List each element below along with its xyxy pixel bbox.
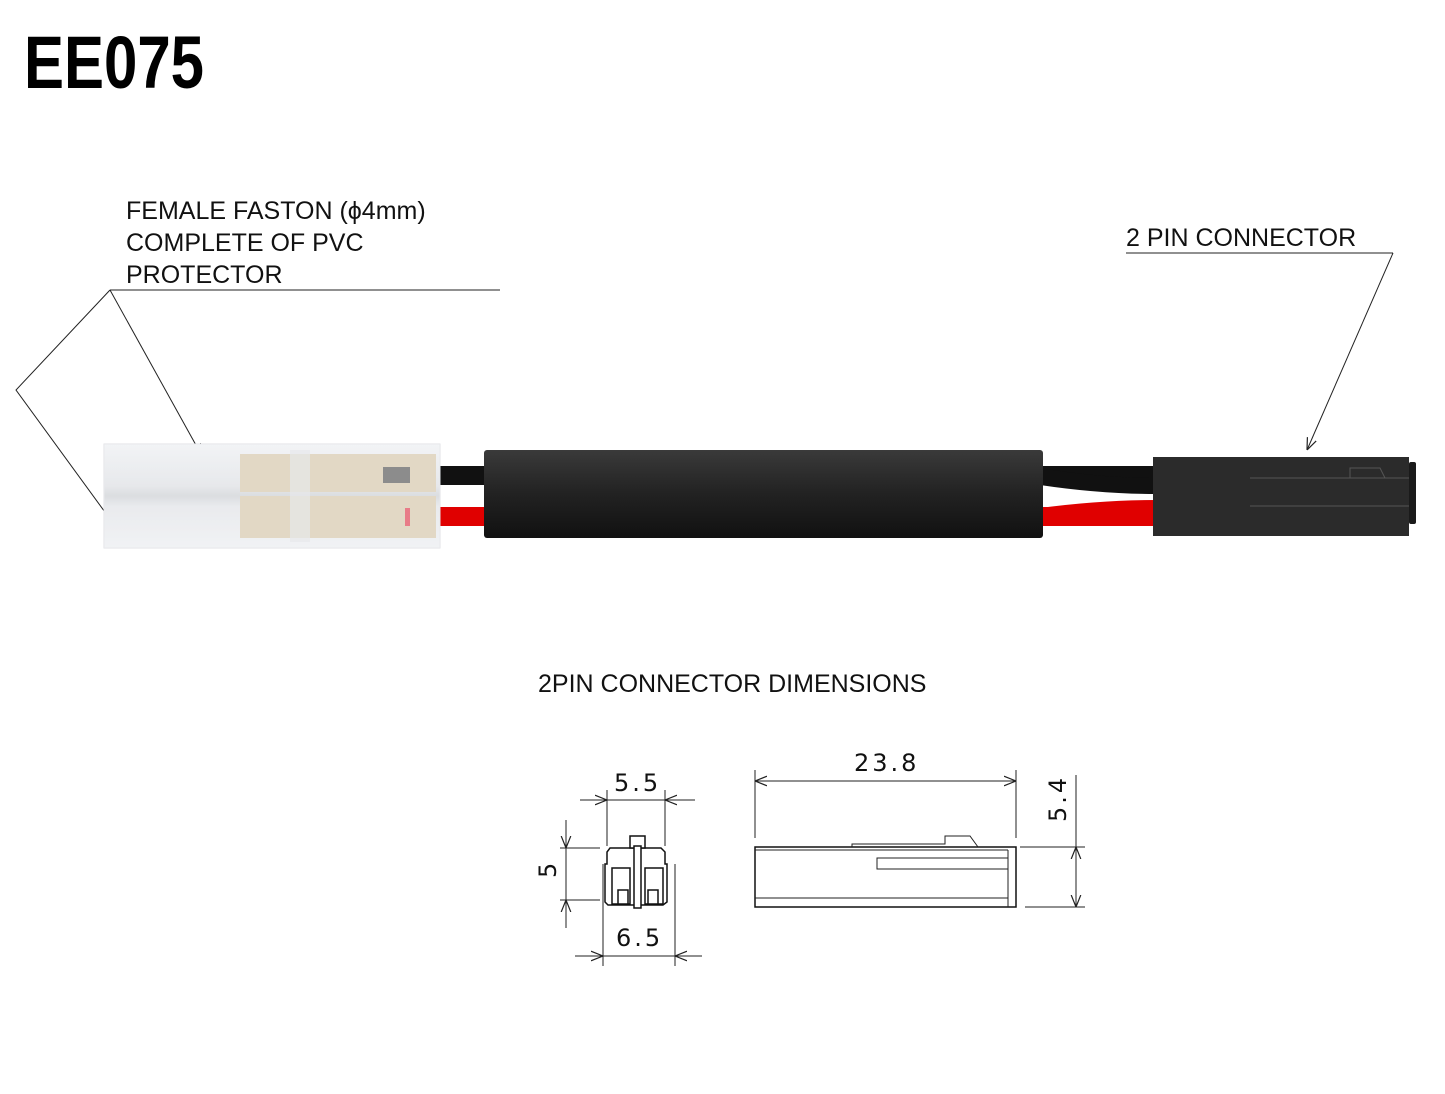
side-latch bbox=[851, 835, 979, 848]
front-view-drawing: 5.5 5 6.5 bbox=[534, 769, 702, 966]
crimp-black bbox=[383, 467, 410, 483]
dimensions-heading: 2PIN CONNECTOR DIMENSIONS bbox=[538, 670, 926, 698]
red-wire-exit bbox=[1040, 500, 1156, 526]
faston-label-line1: FEMALE FASTON (ϕ4mm) bbox=[126, 197, 426, 225]
leader-arrow-upper bbox=[109, 289, 202, 456]
dim-front-top-width: 5.5 bbox=[614, 769, 661, 797]
side-view-drawing: 23.8 5.4 bbox=[754, 749, 1085, 908]
connector-body bbox=[1153, 457, 1409, 536]
terminal-lower bbox=[240, 496, 436, 538]
heat-shrink-sleeve bbox=[484, 450, 1043, 538]
connector-latch bbox=[1349, 467, 1386, 479]
part-number-title: EE075 bbox=[24, 21, 204, 104]
side-slot bbox=[876, 857, 1009, 870]
leader-arrow-lower bbox=[15, 289, 118, 530]
tube-overlay bbox=[104, 444, 440, 548]
faston-callout: FEMALE FASTON (ϕ4mm) COMPLETE OF PVC PRO… bbox=[15, 197, 500, 530]
two-pin-connector bbox=[1153, 457, 1416, 536]
tube-ridge bbox=[290, 450, 310, 542]
side-outline bbox=[754, 846, 1017, 908]
connector-leader-arrow bbox=[1307, 252, 1394, 450]
cable-assembly bbox=[103, 443, 1416, 549]
faston-label-line2: COMPLETE OF PVC bbox=[126, 229, 364, 257]
dim-side-length: 23.8 bbox=[854, 749, 919, 777]
front-pin-right bbox=[647, 889, 659, 905]
crimp-red bbox=[405, 508, 410, 526]
dim-side-height: 5.4 bbox=[1044, 775, 1072, 822]
faston-label-line3: PROTECTOR bbox=[126, 261, 283, 289]
front-divider bbox=[633, 845, 642, 909]
connector-callout: 2 PIN CONNECTOR bbox=[1126, 224, 1394, 450]
connector-label: 2 PIN CONNECTOR bbox=[1126, 224, 1356, 252]
front-pin-left bbox=[617, 889, 629, 905]
faston-terminal bbox=[103, 443, 441, 549]
connector-end bbox=[1409, 462, 1416, 524]
dim-front-bottom-width: 6.5 bbox=[616, 924, 663, 952]
dim-front-height: 5 bbox=[534, 860, 562, 878]
black-wire-exit bbox=[1040, 468, 1156, 494]
